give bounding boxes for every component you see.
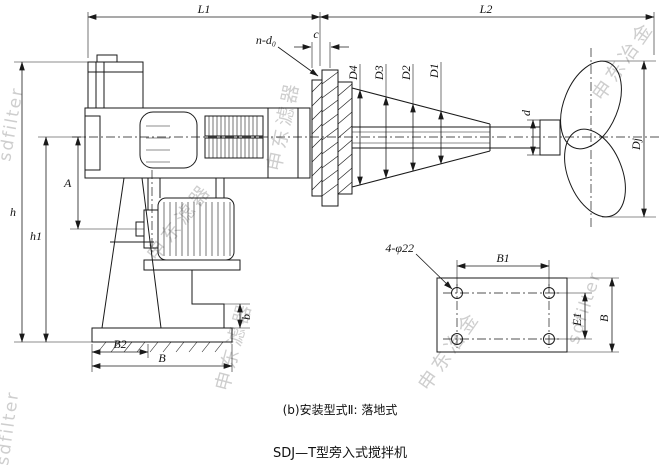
impeller [539, 60, 626, 218]
dimension-D1: D1 [427, 62, 444, 165]
watermark-cn-filter-bottom: 申东滤器 [212, 299, 257, 394]
impeller-blade-upper [560, 60, 622, 150]
caption-installation-type: (b)安装型式Ⅱ: 落地式 [283, 402, 398, 417]
caption-title: SDJ—T型旁入式搅拌机 [273, 445, 407, 461]
pedestal [91, 177, 233, 353]
dimension-h: h [10, 61, 92, 343]
dim-label-nd0: n-d₀ [256, 33, 276, 47]
motor [135, 178, 241, 271]
dimension-B: B [91, 344, 233, 372]
dimension-L2: L2 [319, 2, 655, 55]
gear-teeth-top [208, 116, 258, 136]
dim-label-c: c [313, 27, 319, 41]
base-plate [91, 327, 233, 343]
dim-label-B: B [158, 351, 166, 365]
dimension-c: c [294, 27, 349, 68]
dim-label-D3: D3 [372, 65, 386, 81]
flange-hatch-2 [321, 71, 339, 197]
dim-label-b: b [239, 314, 253, 320]
window-lines [146, 125, 170, 163]
callout-bolt-holes: n-d₀ [256, 33, 319, 77]
bolt-hole [451, 287, 463, 299]
dim-label-D1: D1 [427, 63, 441, 79]
dimension-D4: D4 [346, 64, 363, 186]
dimension-h1: h1 [30, 136, 85, 343]
dim-label-plate-B: B [597, 314, 611, 322]
dimension-D2: D2 [399, 64, 416, 172]
dim-label-h1: h1 [30, 229, 42, 243]
watermark-cn-filter-mid: 申东滤器 [143, 179, 217, 265]
dim-label-B2: B2 [113, 337, 126, 351]
dim-label-Dj: Dj [629, 137, 643, 151]
dim-label-A: A [63, 176, 72, 190]
tapered-casing [351, 87, 491, 188]
support-bracket [191, 270, 225, 328]
mixer-machine [84, 54, 626, 353]
dimension-L1: L1 [87, 2, 321, 66]
gearbox-body [84, 107, 311, 179]
dimension-A: A [63, 136, 144, 230]
impeller-hub [539, 119, 561, 156]
flange-hatch-1 [311, 81, 323, 191]
dimension-b: b [224, 303, 253, 329]
dim-label-L1: L1 [197, 2, 211, 16]
watermark-sdfilter-left: sdfilter [0, 85, 28, 163]
callout-plate-holes: 4-φ22 [385, 241, 453, 290]
dim-label-d: d [519, 109, 533, 116]
dim-label-D4: D4 [346, 65, 360, 81]
dim-label-L2: L2 [479, 2, 493, 16]
motor-fins [163, 202, 231, 256]
centerlines [72, 48, 660, 252]
gear-teeth-bottom [208, 138, 258, 158]
dimension-Dj: Dj [600, 60, 656, 218]
dimension-plate-E1: E1 [555, 292, 592, 340]
dimension-d: d [519, 109, 540, 156]
watermark-layer: sdfilter 申东滤器 申东滤器 申东冶金 sdfilter 申东滤器 申东… [0, 17, 659, 467]
dimension-D3: D3 [372, 64, 389, 179]
impeller-blade-lower [564, 128, 626, 218]
bolt-hole [543, 287, 555, 299]
dim-label-plate-E1: E1 [570, 313, 584, 327]
watermark-cn-metal-bottom: 申东冶金 [414, 307, 485, 395]
bearing-housing [87, 54, 144, 109]
bolt-hole [543, 333, 555, 345]
watermark-sdfilter-bottomleft: sdfilter [0, 389, 23, 466]
flange-hatch-3 [337, 83, 353, 195]
bolt-plate-detail: 4-φ22 B1 E1 B [385, 241, 619, 353]
dim-label-h: h [10, 205, 16, 219]
mounting-flange [311, 69, 353, 207]
bolt-hole [451, 333, 463, 345]
dim-label-plate-B1: B1 [496, 251, 509, 265]
dim-label-D2: D2 [399, 65, 413, 81]
mixer-shaft [352, 126, 540, 149]
dimension-plate-B1: B1 [456, 251, 550, 286]
dim-label-plate-holes: 4-φ22 [385, 241, 414, 255]
dimension-plate-B: B [567, 277, 619, 353]
